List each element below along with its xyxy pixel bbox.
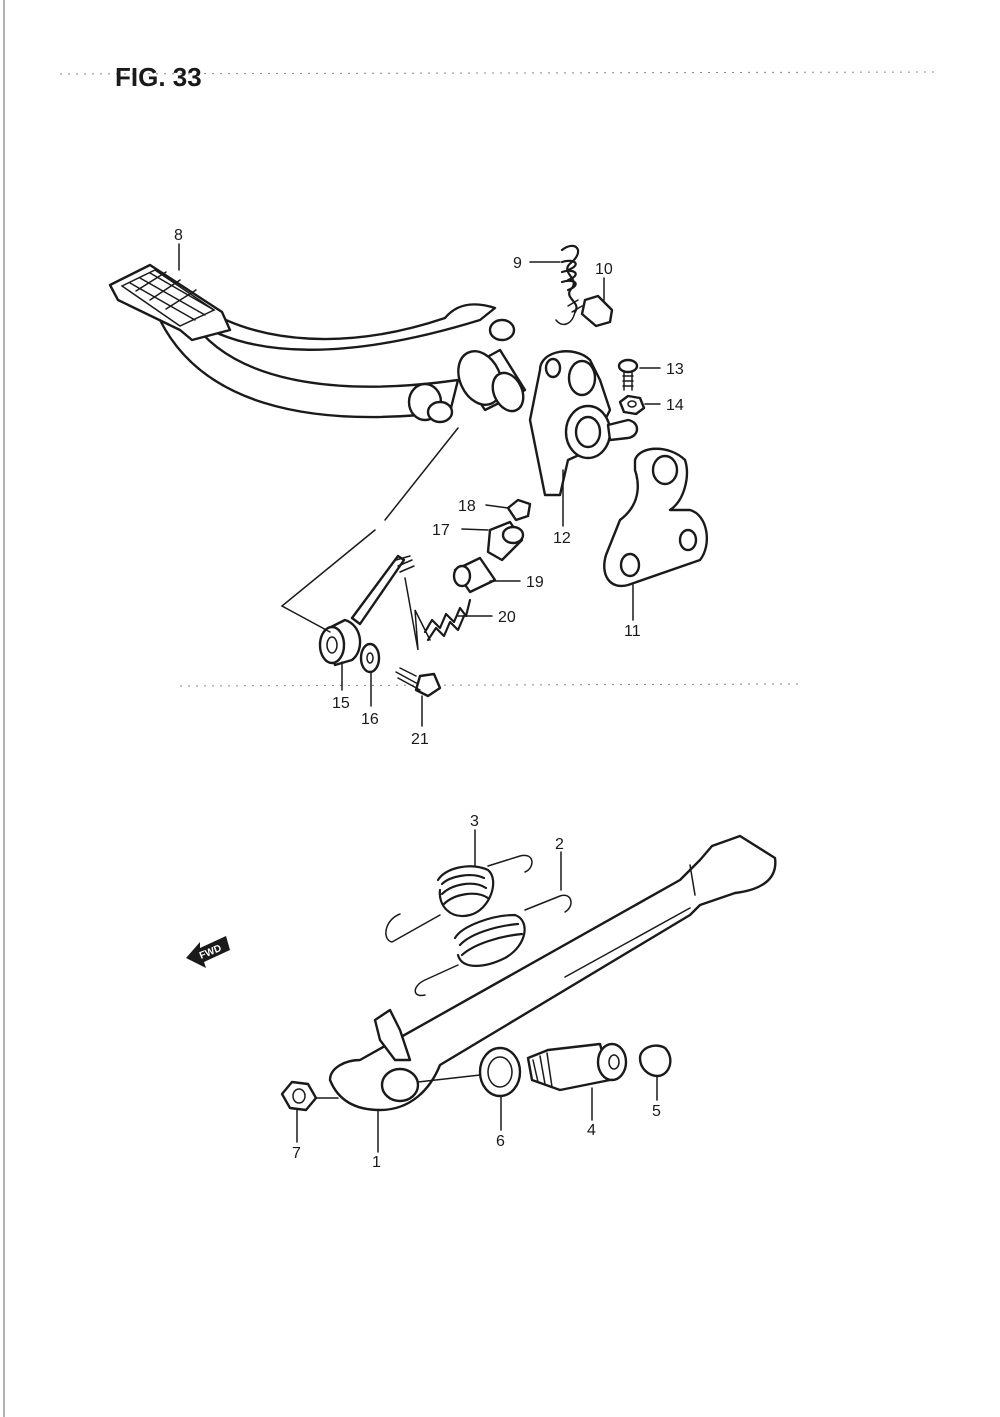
assembly-guide-line (404, 577, 431, 651)
brake-rod (350, 554, 415, 626)
assembly-guide-line (280, 427, 459, 633)
lever-part-12 (528, 350, 639, 497)
callout-9: 9 (513, 255, 522, 272)
callout-8: 8 (174, 227, 183, 244)
callout-17: 17 (432, 522, 450, 539)
bolt-part-10 (567, 294, 614, 328)
callout-6: 6 (496, 1133, 505, 1150)
fwd-label: FWD (198, 943, 223, 962)
callout-11: 11 (624, 623, 641, 640)
washer-part-16 (359, 642, 381, 674)
brake-pedal-arm (108, 263, 527, 424)
cap-part-18 (506, 498, 532, 522)
screw-part-13 (617, 358, 639, 391)
side-stand-part-1 (328, 834, 777, 1112)
scan-guide-line (179, 683, 801, 687)
spring-part-20 (423, 598, 472, 642)
callout-4: 4 (587, 1122, 596, 1139)
spring-part-9 (555, 244, 580, 326)
callout-21: 21 (411, 731, 429, 748)
callout-18: 18 (458, 498, 476, 515)
callout-5: 5 (652, 1103, 661, 1120)
scan-guide-line (59, 71, 941, 75)
callout-20: 20 (498, 609, 516, 626)
callout-10: 10 (595, 261, 613, 278)
callout-14: 14 (666, 397, 684, 414)
collar-part-15 (318, 618, 362, 667)
callout-3: 3 (470, 813, 479, 830)
sleeve-part-19 (452, 556, 497, 594)
callout-1: 1 (372, 1154, 381, 1171)
assembly-guide-line (315, 1074, 481, 1099)
pivot-bolt-part-4 (526, 1042, 628, 1092)
bolt-part-21 (395, 667, 442, 698)
link-part-11 (603, 447, 708, 588)
callout-13: 13 (666, 361, 684, 378)
fwd-direction-arrow: FWD (186, 936, 230, 968)
callout-2: 2 (555, 836, 564, 853)
figure-title: FIG. 33 (115, 62, 202, 92)
callout-7: 7 (292, 1145, 301, 1162)
nut-part-14 (618, 394, 646, 416)
leader-lines (178, 243, 661, 1153)
callout-15: 15 (332, 695, 350, 712)
spring-part-2 (414, 894, 572, 997)
callout-16: 16 (361, 711, 379, 728)
spring-part-3 (385, 854, 533, 943)
callout-12: 12 (553, 530, 571, 547)
callout-19: 19 (526, 574, 544, 591)
washer-part-6 (478, 1046, 522, 1098)
nut-part-7 (280, 1080, 318, 1112)
cap-part-5 (638, 1044, 672, 1078)
pin-part-17 (486, 520, 525, 562)
